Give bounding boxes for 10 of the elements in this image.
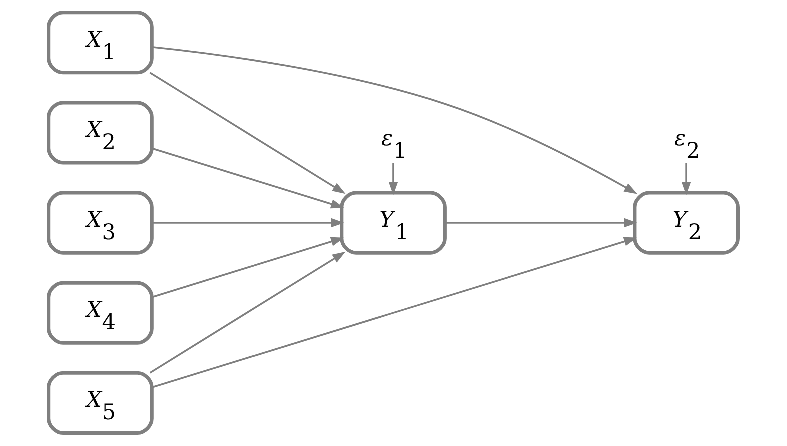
arrow	[152, 218, 344, 228]
arrow	[152, 46, 638, 194]
arrow	[152, 237, 638, 388]
arrow	[150, 252, 346, 374]
arrow	[152, 237, 344, 298]
arrow	[682, 163, 692, 196]
arrow	[388, 163, 398, 196]
arrow	[150, 72, 346, 194]
arrow	[445, 218, 638, 228]
arrow	[152, 148, 344, 209]
